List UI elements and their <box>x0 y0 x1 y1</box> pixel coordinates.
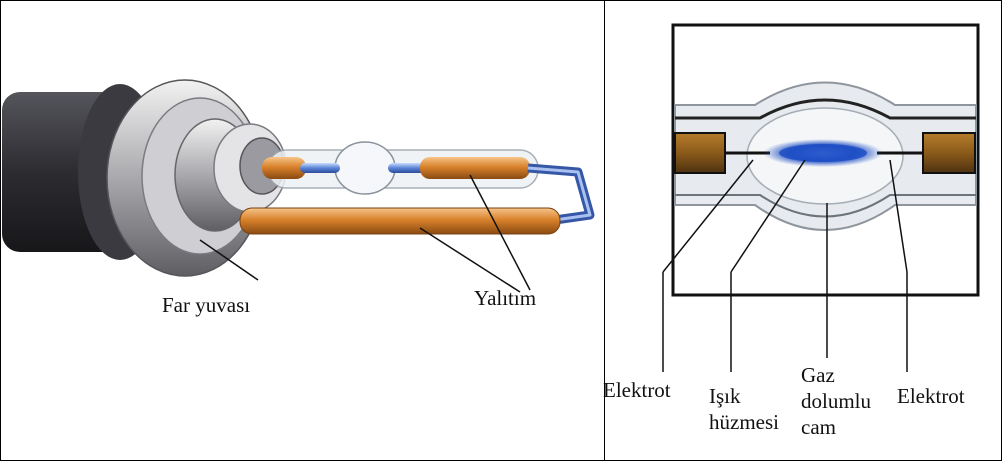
insulation-label: Yalıtım <box>474 286 537 310</box>
bulb-socket-illustration <box>2 79 595 293</box>
electrode-right-label: Elektrot <box>897 384 965 408</box>
upper-lead-long <box>420 157 530 179</box>
electrode-left-body <box>674 132 726 174</box>
left-figure: Far yuvası Yalıtım <box>2 79 595 317</box>
gas-glass-label: Gaz dolumlu cam <box>801 363 872 439</box>
bulb-cross-section <box>662 23 980 372</box>
electrode-right-body <box>922 132 976 174</box>
inner-electrode-left <box>300 163 340 173</box>
lower-lead <box>239 207 561 235</box>
panel-divider <box>604 0 605 461</box>
electrode-left-label: Elektrot <box>603 378 671 402</box>
inner-electrode-right <box>388 163 428 173</box>
light-beam-pointer <box>730 159 806 273</box>
insulation-pointer-lower <box>419 227 521 293</box>
socket-label: Far yuvası <box>162 293 251 317</box>
socket-pointer <box>199 239 259 281</box>
electrode-left-pointer <box>662 159 754 273</box>
electrode-right-pointer <box>889 159 908 273</box>
right-figure: Elektrot Işık hüzmesi Gaz dolumlu cam El… <box>603 0 1002 461</box>
insulation-pointer-upper <box>469 174 531 291</box>
socket-ring <box>106 79 287 277</box>
light-beam-label: Işık hüzmesi <box>709 384 779 434</box>
upper-lead-short <box>262 157 306 179</box>
